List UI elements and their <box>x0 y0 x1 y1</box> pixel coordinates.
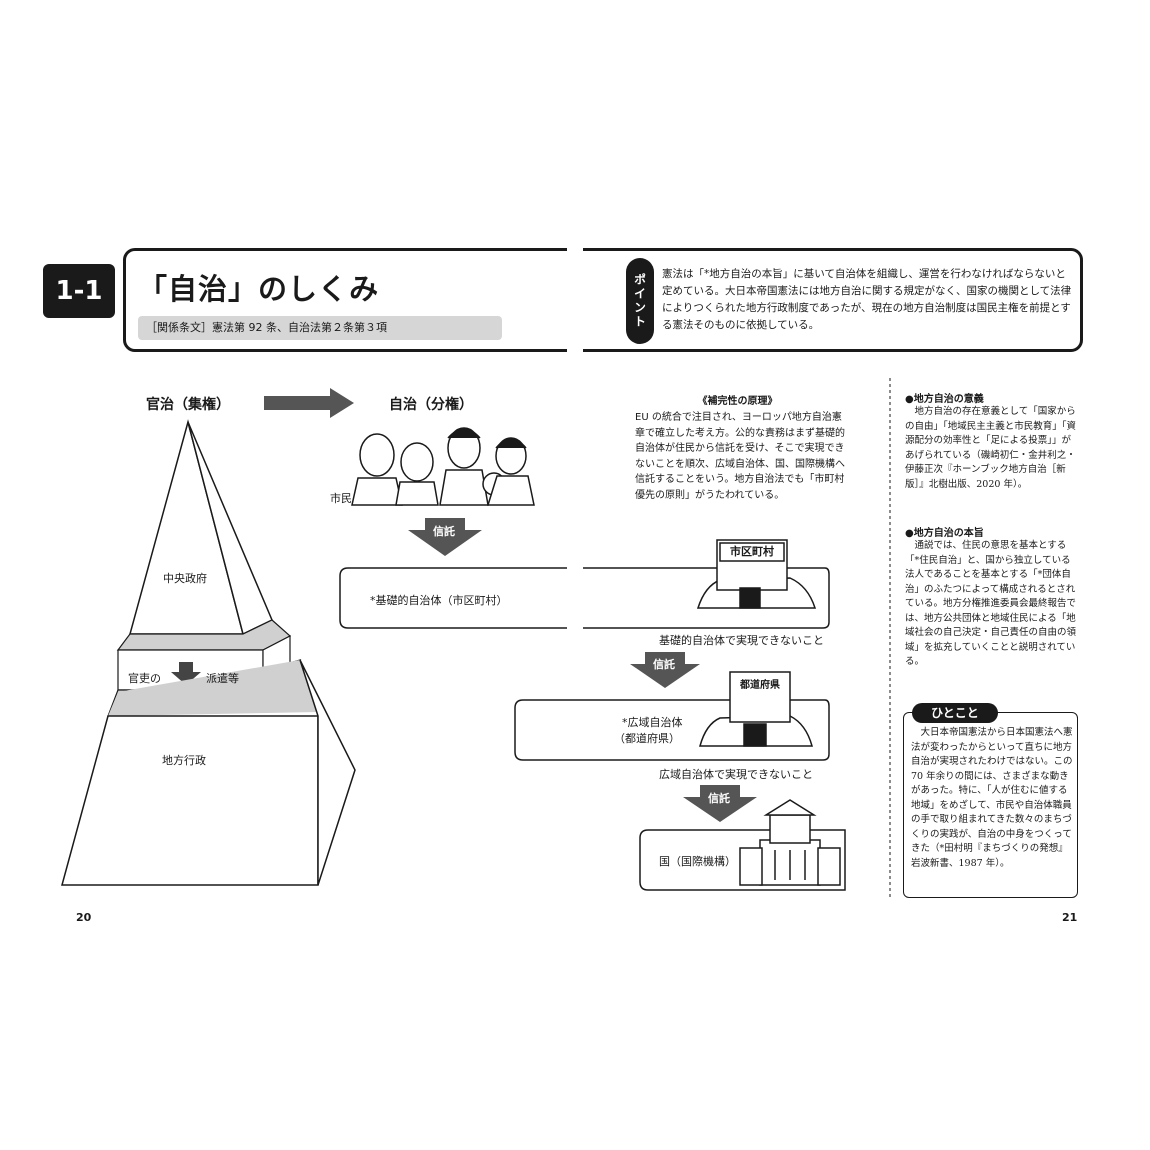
page-number-right: 21 <box>1062 911 1078 924</box>
citizens-illustration <box>351 427 535 506</box>
section-number: 1-1 <box>43 264 115 318</box>
wide-fail-label: 広域自治体で実現できないこと <box>659 768 813 781</box>
autonomy-label: 自治（分権） <box>389 397 473 413</box>
base-top-fill <box>108 660 318 716</box>
page-number-left: 20 <box>76 911 92 924</box>
prefecture-icon <box>699 671 813 747</box>
title-frame <box>123 248 1083 352</box>
gutter-in-box <box>567 566 583 630</box>
official-label: 官吏の <box>128 672 161 685</box>
point-text: 憲法は「*地方自治の本旨」に基いて自治体を組織し、運営を行わなければならないと定… <box>662 268 1072 331</box>
basic-box <box>339 567 830 629</box>
local-admin-label: 地方行政 <box>162 754 206 767</box>
related-articles: ［関係条文］憲法第 92 条、自治法第２条第３項 <box>138 316 502 340</box>
trust-arrow-3-shape <box>683 785 757 822</box>
base-side <box>299 659 356 886</box>
sidebar-principle-title: ●地方自治の本旨 <box>905 528 984 539</box>
dispatch-label: 派遣等 <box>206 672 239 685</box>
prefecture-sign: 都道府県 <box>740 680 780 691</box>
page-gutter <box>567 240 583 364</box>
basic-entity-label: *基礎的自治体（市区町村） <box>370 594 508 607</box>
city-hall-icon <box>696 539 817 609</box>
diet-building-icon <box>739 799 841 886</box>
trust-label-3: 信託 <box>708 792 730 805</box>
city-hall-sign: 市区町村 <box>730 545 774 558</box>
subsidiarity-body: EU の統合で注目され、ヨーロッパ地方自治憲章で確立した考え方。公的な責務はまず… <box>635 412 845 501</box>
trust-label-2: 信託 <box>653 658 675 671</box>
subsidiarity-heading: 《補完性の原理》 <box>697 396 778 407</box>
central-gov-label: 中央政府 <box>163 572 207 585</box>
hitokoto-badge: ひとこと <box>912 703 998 723</box>
sidebar-significance-title: ●地方自治の意義 <box>905 394 984 405</box>
nation-label: 国（国際機構） <box>659 855 736 868</box>
citizens-label: 市民 <box>330 492 352 505</box>
page-title: 「自治」のしくみ <box>138 272 380 306</box>
wide-entity-sub-label: （都道府県） <box>614 732 680 745</box>
point-badge: ポイント <box>626 258 654 344</box>
sidebar-significance-body: 地方自治の存在意義として「国家からの自由」「地域民主主義と市民教育」「資源配分の… <box>905 406 1077 490</box>
trust-arrow-2-shape <box>630 652 700 688</box>
hitokoto-body: 大日本帝国憲法から日本国憲法へ憲法が変わったからといって直ちに地方自治が実現され… <box>911 727 1073 869</box>
base-front <box>61 715 319 886</box>
trust-arrow-1-shape <box>408 518 482 556</box>
right-arrow <box>264 388 354 418</box>
trust-label-1: 信託 <box>433 525 455 538</box>
centralized-label: 官治（集権） <box>146 397 230 413</box>
down-arrow-small <box>171 662 201 685</box>
wide-entity-label: *広域自治体 <box>622 716 683 729</box>
sidebar-principle-body: 通説では、住民の意思を基本とする「*住民自治」と、国から独立している法人であるこ… <box>905 540 1077 667</box>
basic-fail-label: 基礎的自治体で実現できないこと <box>659 634 824 647</box>
